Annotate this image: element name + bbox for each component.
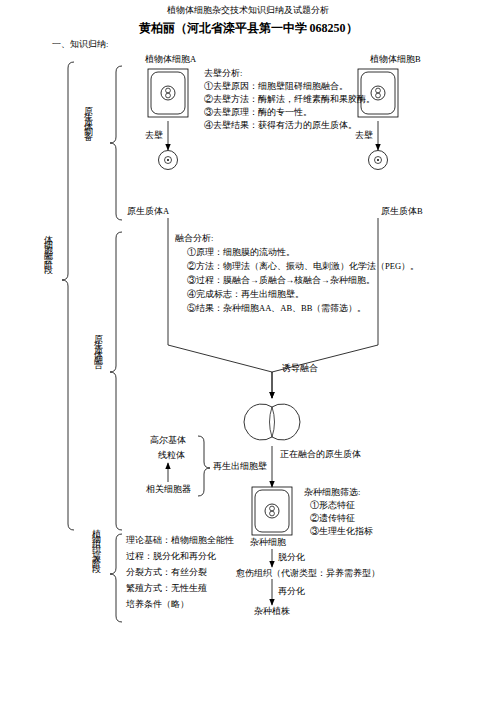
node-label: 正在融合的原生质体 (280, 450, 361, 459)
edge-label: 脱分化 (278, 553, 305, 562)
note-text: 高尔基体 (150, 436, 186, 445)
note-text: ①形态特征 (310, 501, 355, 510)
chromatin (166, 93, 171, 98)
diagram-node: 愈伤组织（代谢类型：异养需养型） (236, 567, 376, 579)
diagram-node: 原生质体B (337, 150, 419, 218)
edge-label: 去壁 (355, 131, 373, 140)
note-text: ③生理生化指标 (310, 527, 373, 536)
diagram-node: 杂种细胞 (252, 487, 292, 549)
fusing-membrane (270, 407, 275, 437)
nucleolus (377, 159, 379, 161)
cell-membrane (255, 490, 289, 532)
flow-arrow (272, 446, 273, 487)
note-text: ①去壁原因：细胞壁阻碍细胞融合。 (204, 82, 348, 91)
flow-arrow (378, 121, 379, 150)
note-text: 繁殖方式：无性生殖 (126, 584, 207, 593)
chromatin (270, 506, 275, 511)
cell-nucleus (371, 86, 385, 100)
stage-brace (110, 534, 122, 622)
note-text: 黄柏丽（河北省滦平县第一中学 068250） (0, 22, 496, 34)
cell-membrane (151, 72, 185, 114)
note-text: 诱导融合 (282, 364, 318, 373)
flow-arrow (272, 579, 273, 605)
stage-brace (62, 62, 74, 530)
note-text: ⑤结果：杂种细胞AA、AB、BB（需筛选）。 (187, 304, 366, 313)
note-text: ④去壁结果：获得有活力的原生质体。 (204, 121, 357, 130)
note-text: 培养条件（略） (126, 600, 189, 609)
cell-membrane (361, 72, 395, 114)
note-text: 植物组织培养阶段 (92, 522, 101, 562)
note-text: 原生质体制备 (84, 100, 93, 130)
note-text: ①原理：细胞膜的流动性。 (187, 248, 295, 257)
organelle-arrow (168, 463, 169, 482)
protoplast-outline (369, 151, 388, 170)
cell-nucleus (265, 504, 279, 518)
diagram-node: 杂种植株 (252, 605, 292, 617)
note-text: ③去壁原理：酶的专一性。 (204, 108, 312, 117)
note-text: 线粒体 (158, 451, 185, 460)
diagram-node: 植物体细胞B (350, 55, 406, 121)
chromatin (376, 88, 381, 93)
node-label: 植物体细胞B (370, 55, 421, 64)
note-text: ②去壁方法：酶解法，纤维素酶和果胶酶。 (204, 95, 375, 104)
stage-brace (110, 232, 122, 530)
diagram-node: 正在融合的原生质体 (242, 398, 302, 446)
edge-label: 再分化 (278, 587, 305, 596)
note-text: 相关细胞器 (146, 485, 191, 494)
protoplast-outline (159, 151, 178, 170)
chromatin (270, 511, 275, 516)
note-text: 过程：脱分化和再分化 (126, 552, 216, 561)
node-shape (242, 398, 302, 446)
stage-brace (110, 66, 122, 220)
note-text: 理论基础：植物细胞全能性 (126, 536, 234, 545)
node-label: 植物体细胞A (145, 55, 196, 64)
note-text: 去壁分析: (204, 69, 242, 78)
note-text: ②遗传特征 (310, 514, 355, 523)
node-label: 原生质体A (127, 207, 169, 216)
node-label: 原生质体B (381, 207, 423, 216)
cell-wall (148, 69, 188, 117)
node-label: 愈伤组织（代谢类型：异养需养型） (236, 569, 380, 578)
flow-arrow (168, 121, 169, 150)
page-title: 植物体细胞杂交技术知识归纳及试题分析 (0, 6, 496, 15)
edge-label: 去壁 (145, 131, 163, 140)
cell-wall (358, 69, 398, 117)
fusing-outline (244, 404, 300, 440)
cell-nucleus (375, 157, 382, 164)
note-text: ③过程：膜融合→质融合→核融合→杂种细胞。 (187, 276, 375, 285)
chromatin (166, 88, 171, 93)
organelle-brace (198, 436, 210, 496)
node-label: 杂种植株 (254, 607, 290, 616)
node-label: 杂种细胞 (250, 538, 286, 547)
node-shape (140, 55, 196, 121)
diagram-node: 原生质体A (127, 150, 209, 218)
note-text: 体细胞融合阶段 (44, 228, 53, 263)
note-text: ④完成标志：再生出细胞壁。 (187, 290, 304, 299)
chromatin (376, 93, 381, 98)
flow-arrow (272, 549, 273, 567)
note-text: 融合分析: (175, 234, 213, 243)
note-text: 一、知识归纳: (52, 40, 108, 49)
note-text: 分裂方式：有丝分裂 (126, 568, 207, 577)
cell-wall (252, 487, 292, 535)
note-text: ②方法：物理法（离心、振动、电刺激）化学法（PEG）。 (187, 262, 419, 271)
nucleolus (167, 159, 169, 161)
node-shape (350, 55, 406, 121)
diagram-node: 植物体细胞A (140, 55, 196, 121)
cell-nucleus (165, 157, 172, 164)
note-text: 原生质体融合 (94, 328, 103, 358)
note-text: 杂种细胞筛选: (304, 488, 360, 497)
cell-nucleus (161, 86, 175, 100)
edge-label: 再生出细胞壁 (213, 462, 267, 471)
